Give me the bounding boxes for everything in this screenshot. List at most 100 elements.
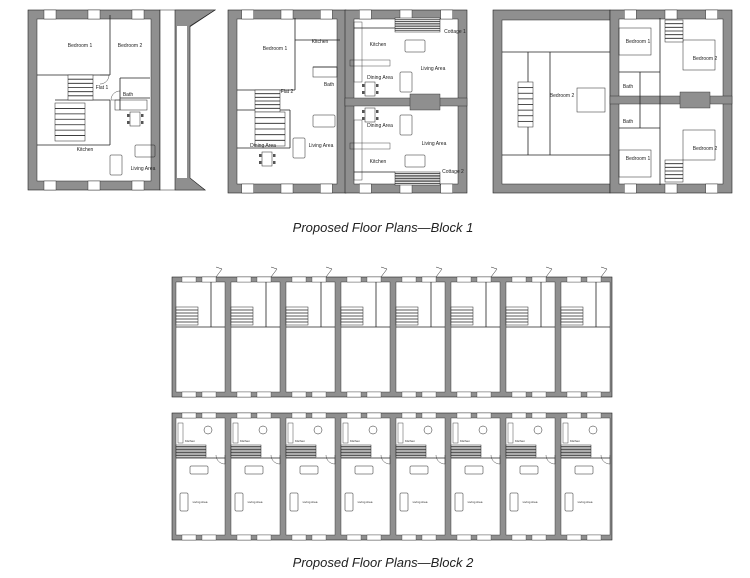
sofa-icon	[299, 465, 319, 475]
sofa-icon	[289, 492, 299, 512]
dining-table-icon	[364, 81, 376, 97]
window	[256, 391, 272, 398]
chair-icon	[376, 84, 379, 87]
terrace-unit	[175, 417, 226, 536]
window	[664, 183, 678, 194]
kitchen-counter	[507, 422, 514, 444]
kitchen-label: Kitchen	[570, 439, 580, 443]
kitchen-label: Kitchen	[295, 439, 305, 443]
plan-c-room-label: Bath	[623, 84, 634, 90]
plan-b-room-label: Flat 2	[281, 89, 294, 95]
sofa-icon	[409, 465, 429, 475]
sofa-icon	[454, 492, 464, 512]
window	[511, 391, 527, 398]
terrace-unit	[340, 417, 391, 536]
plan-b-room-label: Dining Area	[250, 143, 276, 149]
window	[511, 276, 527, 283]
window	[399, 9, 413, 20]
kitchen-island	[349, 142, 391, 150]
chimney-breast	[679, 91, 711, 109]
kitchen-counter	[287, 422, 294, 444]
window	[401, 276, 417, 283]
bed-icon	[682, 39, 716, 71]
chair-icon	[362, 110, 365, 113]
living-area-label: Living Area	[468, 500, 483, 504]
living-area-label: Living Area	[248, 500, 263, 504]
window	[566, 412, 582, 419]
window	[236, 534, 252, 541]
sofa-icon	[404, 154, 426, 168]
door-swing	[270, 454, 281, 465]
sofa-icon	[564, 492, 574, 512]
window	[566, 276, 582, 283]
window	[241, 9, 254, 20]
window	[586, 391, 602, 398]
chair-icon	[127, 114, 130, 117]
window	[624, 9, 637, 20]
sofa-icon	[399, 492, 409, 512]
living-area-label: Living Area	[413, 500, 428, 504]
chair-icon	[362, 91, 365, 94]
dining-table-icon	[313, 425, 323, 435]
kitchen-counter	[232, 422, 239, 444]
window	[43, 180, 57, 191]
window	[401, 412, 417, 419]
plan-c-room-label: Bedroom 1	[626, 156, 651, 162]
kitchen-island	[349, 59, 391, 67]
sofa-icon	[574, 465, 594, 475]
terrace-unit	[230, 281, 281, 393]
plan-a-room-label: Flat 1	[96, 85, 109, 91]
window	[566, 391, 582, 398]
door-swing	[380, 454, 391, 465]
bed-icon	[618, 27, 652, 56]
bathtub-icon	[312, 66, 338, 78]
door-swing	[110, 90, 121, 101]
dining-table-icon	[203, 425, 213, 435]
plan-b-room-label: Dining Area	[367, 75, 393, 81]
sofa-icon	[234, 492, 244, 512]
terrace-unit	[340, 281, 391, 393]
chair-icon	[376, 117, 379, 120]
living-area-label: Living Area	[358, 500, 373, 504]
window	[201, 534, 217, 541]
chair-icon	[141, 114, 144, 117]
window	[456, 534, 472, 541]
window	[280, 183, 294, 194]
sofa-icon	[292, 137, 306, 159]
window	[705, 9, 718, 20]
window	[366, 412, 382, 419]
plan-b-room-label: Living Area	[422, 141, 447, 147]
door-swing	[215, 266, 223, 278]
window	[320, 183, 333, 194]
plan-b-room-label: Bath	[324, 82, 335, 88]
terrace-unit	[560, 281, 611, 393]
window	[531, 391, 547, 398]
window	[476, 276, 492, 283]
window	[346, 276, 362, 283]
window	[401, 391, 417, 398]
window	[311, 391, 327, 398]
window	[421, 391, 437, 398]
window	[366, 534, 382, 541]
party-wall	[609, 95, 733, 105]
terrace-unit	[285, 417, 336, 536]
window	[511, 534, 527, 541]
living-area-label: Living Area	[578, 500, 593, 504]
dining-table-icon	[129, 111, 141, 127]
sofa-icon	[354, 465, 374, 475]
chair-icon	[376, 91, 379, 94]
window	[311, 412, 327, 419]
chair-icon	[376, 110, 379, 113]
door-swing	[435, 454, 446, 465]
block1-caption: Proposed Floor Plans—Block 1	[292, 220, 474, 235]
sofa-icon	[509, 492, 519, 512]
terrace-unit	[560, 417, 611, 536]
sofa-icon	[244, 465, 264, 475]
kitchen-counter	[177, 422, 184, 444]
door-swing	[490, 454, 501, 465]
window	[586, 534, 602, 541]
sofa-icon	[519, 465, 539, 475]
sofa-icon	[134, 144, 156, 158]
terrace-unit	[450, 281, 501, 393]
chair-icon	[127, 121, 130, 124]
